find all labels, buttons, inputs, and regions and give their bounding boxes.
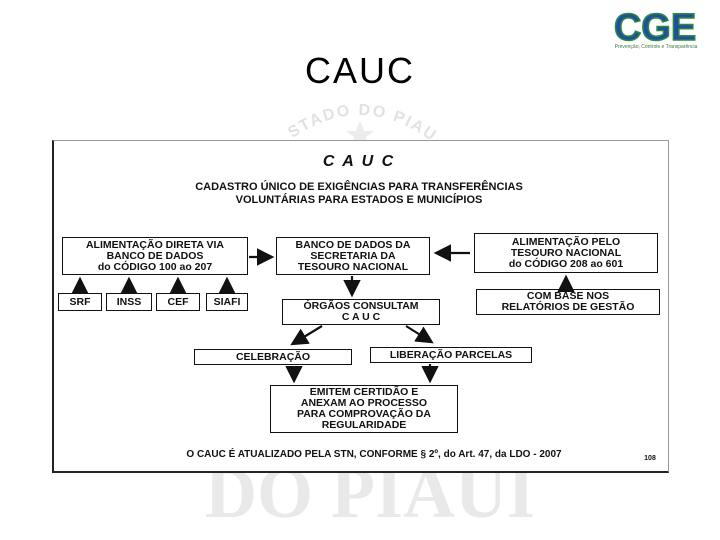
- liberacao-parcelas-box: LIBERAÇÃO PARCELAS: [370, 347, 532, 363]
- diagram-subtitle-line1: CADASTRO ÚNICO DE EXIGÊNCIAS PARA TRANSF…: [195, 181, 523, 193]
- arrow-orgaos-to-liberacao: [405, 325, 434, 344]
- emitem-certidao-box: EMITEM CERTIDÃO E ANEXAM AO PROCESSO PAR…: [270, 385, 458, 433]
- emitem-certidao-line2: ANEXAM AO PROCESSO: [300, 397, 428, 409]
- cge-logo: CGE: [613, 6, 697, 50]
- alimentacao-tesouro-line2: TESOURO NACIONAL: [510, 246, 622, 259]
- emitem-certidao-line4: REGULARIDADE: [321, 419, 407, 431]
- celebracao-box: CELEBRAÇÃO: [194, 349, 352, 365]
- alimentacao-tesouro-box: ALIMENTAÇÃO PELO TESOURO NACIONAL do CÓD…: [474, 233, 658, 273]
- alimentacao-direta-line1: ALIMENTAÇÃO DIRETA VIA: [85, 238, 225, 251]
- cge-logo-text: CGE: [614, 7, 696, 49]
- cauc-diagram: C A U C CADASTRO ÚNICO DE EXIGÊNCIAS PAR…: [52, 140, 669, 473]
- alimentacao-direta-line3: do CÓDIGO 100 ao 207: [97, 260, 213, 273]
- relatorios-gestao-box: COM BASE NOS RELATÓRIOS DE GESTÃO: [476, 289, 660, 315]
- orgaos-consultam-box: ÓRGÃOS CONSULTAM C A U C: [282, 299, 440, 325]
- emitem-certidao-line3: PARA COMPROVAÇÃO DA: [297, 408, 431, 420]
- diagram-footer: O CAUC É ATUALIZADO PELA STN, CONFORME §…: [186, 449, 562, 460]
- alimentacao-tesouro-line1: ALIMENTAÇÃO PELO: [511, 235, 621, 248]
- banco-de-dados-box: BANCO DE DADOS DA SECRETARIA DA TESOURO …: [276, 237, 430, 275]
- diagram-heading: C A U C: [322, 153, 396, 170]
- diagram-subtitle-line2: VOLUNTÁRIAS PARA ESTADOS E MUNICÍPIOS: [235, 194, 483, 206]
- alimentacao-direta-box: ALIMENTAÇÃO DIRETA VIA BANCO DE DADOS do…: [62, 237, 248, 275]
- alimentacao-tesouro-line3: do CÓDIGO 208 ao 601: [508, 257, 624, 270]
- star-icon: [346, 121, 374, 145]
- relatorios-gestao-line1: COM BASE NOS: [526, 290, 610, 302]
- source-box-inss: INSS: [106, 293, 152, 311]
- diagram-arrows: [71, 244, 575, 384]
- orgaos-consultam-line1: ÓRGÃOS CONSULTAM: [303, 300, 419, 312]
- emitem-certidao-line1: EMITEM CERTIDÃO E: [309, 386, 419, 398]
- banco-de-dados-line1: BANCO DE DADOS DA: [295, 238, 411, 251]
- banco-de-dados-line2: SECRETARIA DA: [310, 249, 396, 262]
- alimentacao-direta-line2: BANCO DE DADOS: [106, 249, 204, 262]
- orgaos-consultam-line2: C A U C: [341, 311, 381, 323]
- page-number: 108: [644, 455, 656, 462]
- cge-logo-subtitle: Prevenção, Controle e Transparência: [614, 44, 698, 50]
- slide-title: CAUC: [304, 50, 415, 91]
- watermark-seal: ESTADO DO PIAUÍ: [264, 80, 439, 145]
- arrow-orgaos-to-celebracao: [290, 325, 323, 346]
- banco-de-dados-line3: TESOURO NACIONAL: [297, 260, 409, 273]
- relatorios-gestao-line2: RELATÓRIOS DE GESTÃO: [501, 301, 635, 313]
